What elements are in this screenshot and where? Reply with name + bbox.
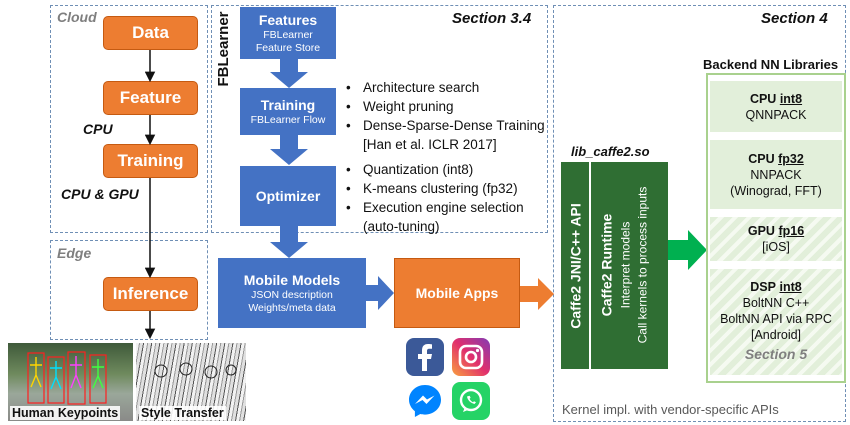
section-5-label: Section 5 bbox=[744, 346, 808, 362]
keypoints-overlay bbox=[27, 351, 107, 405]
mobile-models-sub2: Weights/meta data bbox=[248, 301, 336, 314]
whatsapp-icon bbox=[452, 382, 490, 420]
inference-box: Inference bbox=[103, 277, 198, 311]
dsp-hw: DSP bbox=[750, 280, 776, 294]
optimizer-title: Optimizer bbox=[255, 187, 321, 204]
cpu-int8-prec: int8 bbox=[779, 91, 803, 106]
dsp-lib2: BoltNN API via RPC bbox=[720, 312, 832, 326]
cloud-region bbox=[50, 5, 208, 233]
caffe2-runtime-sub1: Interpret models bbox=[618, 221, 633, 309]
arrow-apps-runtime bbox=[520, 278, 554, 310]
arrow-models-apps bbox=[366, 276, 394, 310]
caffe2-runtime-sub2: Call kernels to process inputs bbox=[635, 186, 650, 344]
bullet-item: Architecture search bbox=[343, 78, 545, 97]
features-sub2: Feature Store bbox=[255, 41, 321, 54]
optimizer-techniques-list: Quantization (int8) K-means clustering (… bbox=[343, 160, 524, 217]
arrow-features-training bbox=[270, 58, 308, 88]
caffe2-divider bbox=[589, 162, 591, 369]
messenger-icon bbox=[406, 382, 444, 420]
training-box-fb: Training FBLearner Flow bbox=[240, 88, 336, 135]
section-4-label: Section 4 bbox=[761, 10, 828, 27]
dsp-prec: int8 bbox=[779, 280, 802, 294]
caffe2-runtime-label: Caffe2 Runtime bbox=[598, 213, 615, 317]
gpu-lib: [iOS] bbox=[762, 240, 790, 254]
footer-text: Kernel impl. with vendor-specific APIs bbox=[562, 402, 779, 417]
backend-frame bbox=[706, 73, 846, 383]
mobile-models-box: Mobile Models JSON description Weights/m… bbox=[218, 258, 366, 328]
mobile-models-title: Mobile Models bbox=[243, 271, 341, 288]
instagram-icon bbox=[452, 338, 490, 376]
cpu-gpu-label: CPU & GPU bbox=[61, 186, 139, 202]
arrow-training-optimizer bbox=[270, 135, 308, 165]
dsp-lib3: [Android] bbox=[750, 328, 802, 342]
style-transfer-caption: Style Transfer bbox=[139, 406, 226, 420]
gpu-prec: fp16 bbox=[778, 224, 805, 238]
section-3-4-region bbox=[211, 5, 548, 233]
keypoints-caption: Human Keypoints bbox=[10, 406, 121, 420]
cloud-label: Cloud bbox=[57, 9, 97, 25]
optimizer-box: Optimizer bbox=[240, 166, 336, 226]
arrow-runtime-backend bbox=[668, 230, 707, 270]
mobile-apps-box: Mobile Apps bbox=[394, 258, 520, 328]
bullet-item: Dense-Sparse-Dense Training bbox=[343, 116, 545, 135]
fb-training-sub: FBLearner Flow bbox=[250, 113, 326, 126]
bullet-item: Execution engine selection bbox=[343, 198, 524, 217]
backend-cpu-int8: CPU int8 QNNPACK bbox=[710, 79, 842, 134]
edge-label: Edge bbox=[57, 245, 92, 261]
features-sub1: FBLearner bbox=[263, 28, 313, 41]
auto-tuning-text: (auto-tuning) bbox=[363, 219, 440, 234]
features-title: Features bbox=[258, 11, 318, 28]
arrow-optimizer-models bbox=[270, 226, 308, 258]
bullet-item: Quantization (int8) bbox=[343, 160, 524, 179]
cpu-int8-lib: QNNPACK bbox=[745, 107, 807, 122]
cpu-label: CPU bbox=[83, 121, 113, 137]
mobile-models-sub1: JSON description bbox=[251, 288, 333, 301]
cpu-int8-hw: CPU bbox=[749, 91, 777, 106]
caffe2-api-label: Caffe2 JNI/C++ API bbox=[567, 203, 584, 329]
style-transfer-overlay bbox=[154, 362, 237, 379]
backend-title: Backend NN Libraries bbox=[703, 57, 839, 72]
backend-gpu-fp16: GPU fp16 [iOS] bbox=[710, 215, 842, 263]
citation-text: [Han et al. ICLR 2017] bbox=[363, 137, 497, 152]
edge-region bbox=[50, 240, 208, 340]
bullet-item: Weight pruning bbox=[343, 97, 545, 116]
backend-dsp-int8: DSP int8 BoltNN C++ BoltNN API via RPC [… bbox=[710, 267, 842, 377]
caffe2-block bbox=[561, 162, 668, 369]
cpu-fp32-lib: NNPACK bbox=[750, 167, 802, 182]
backend-cpu-fp32: CPU fp32 NNPACK (Winograd, FFT) bbox=[710, 138, 842, 211]
dsp-lib1: BoltNN C++ bbox=[742, 296, 810, 310]
bullet-item: K-means clustering (fp32) bbox=[343, 179, 524, 198]
facebook-icon bbox=[406, 338, 444, 376]
features-box: Features FBLearner Feature Store bbox=[240, 7, 336, 59]
cpu-fp32-hw: CPU bbox=[748, 151, 775, 166]
section-3-4-label: Section 3.4 bbox=[452, 10, 532, 27]
training-box: Training bbox=[103, 144, 198, 178]
gpu-hw: GPU bbox=[747, 224, 775, 238]
data-box: Data bbox=[103, 16, 198, 50]
feature-box: Feature bbox=[103, 81, 198, 115]
cpu-fp32-note: (Winograd, FFT) bbox=[730, 183, 822, 198]
lib-name-label: lib_caffe2.so bbox=[571, 144, 650, 159]
training-techniques-list: Architecture search Weight pruning Dense… bbox=[343, 78, 545, 135]
fb-training-title: Training bbox=[260, 96, 316, 113]
cpu-fp32-prec: fp32 bbox=[778, 151, 804, 166]
